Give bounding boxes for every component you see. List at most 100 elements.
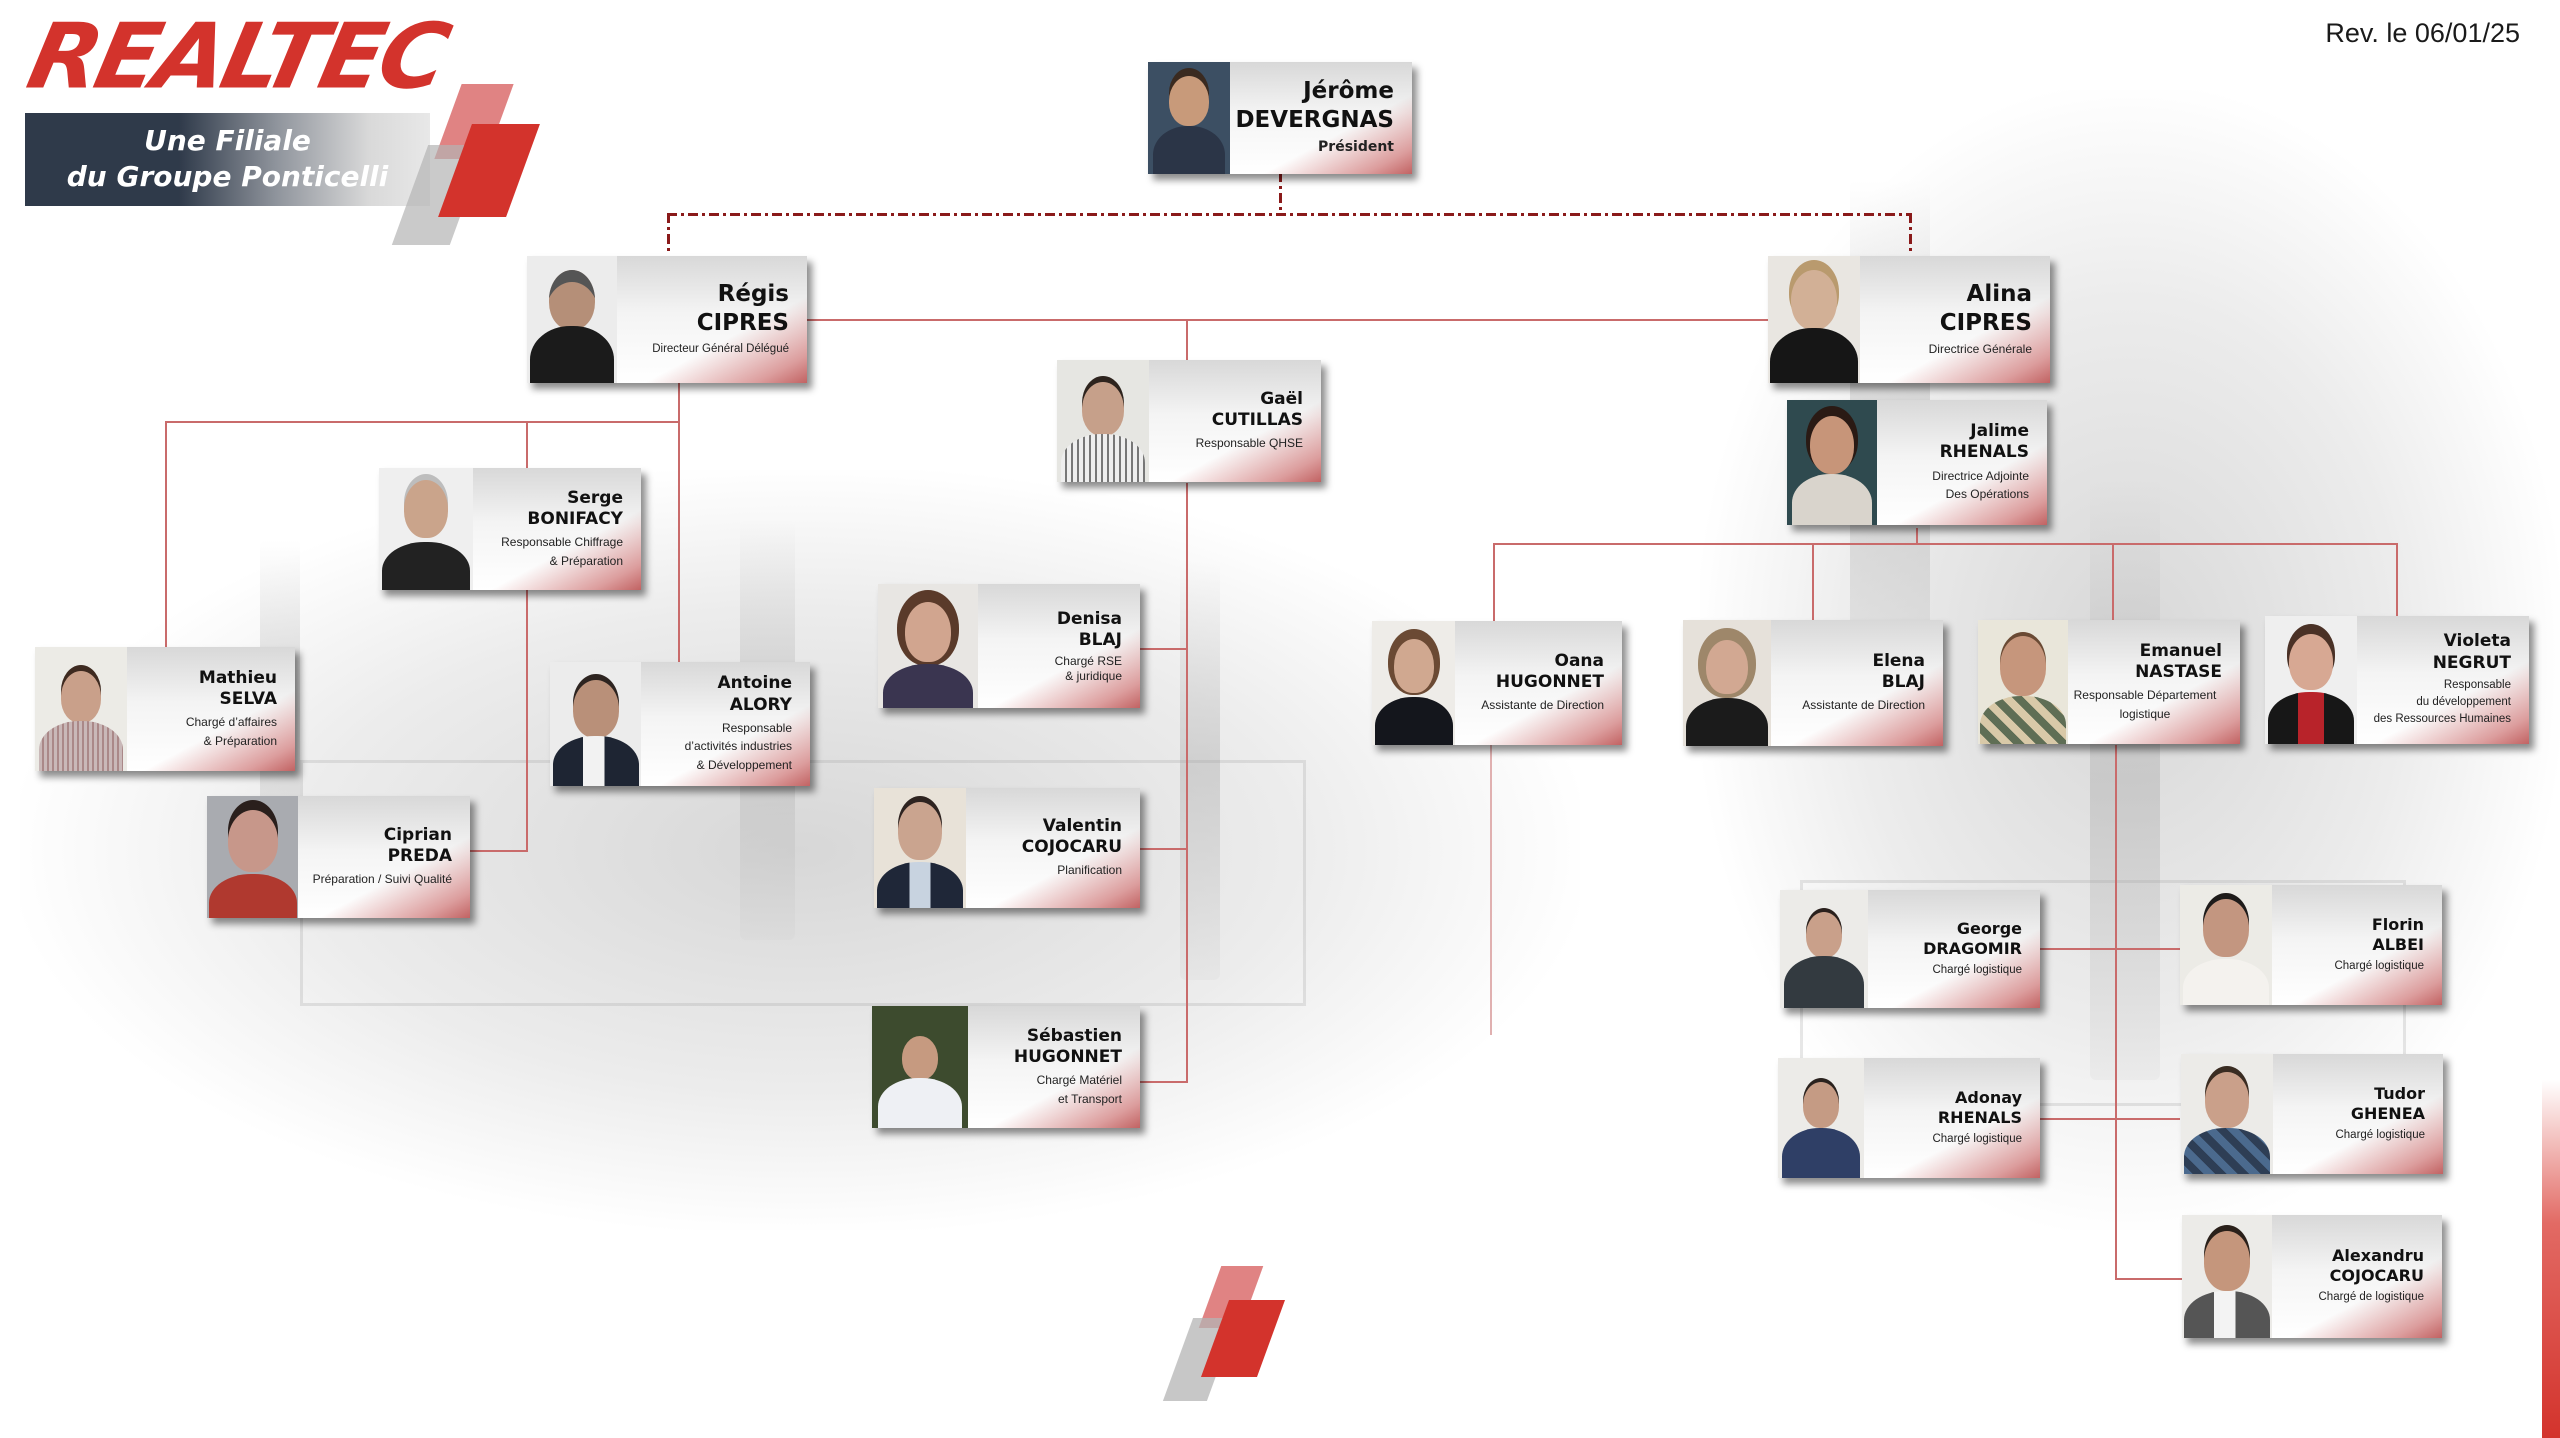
avatar	[2182, 1215, 2272, 1338]
connector-to-gael	[1186, 319, 1188, 361]
first-name: Jérôme	[1303, 77, 1394, 104]
card-regis-cipres[interactable]: Régis CIPRES Directeur Général Délégué	[527, 256, 807, 383]
last-name: NASTASE	[2135, 661, 2222, 682]
first-name: Florin	[2371, 914, 2424, 934]
card-valentin-cojocaru[interactable]: Valentin COJOCARU Planification	[874, 788, 1140, 908]
card-adonay-rhenals[interactable]: Adonay RHENALS Chargé logistique	[1778, 1058, 2040, 1178]
connector-logistique-row1	[2040, 948, 2180, 950]
first-name: Jalime	[1970, 421, 2029, 442]
avatar	[2180, 885, 2272, 1005]
connector-emanuel-down	[2115, 745, 2117, 1280]
card-emanuel-nastase[interactable]: Emanuel NASTASE Responsable Département …	[1978, 620, 2240, 744]
connector-to-elena	[1812, 543, 1814, 623]
card-alexandru-cojocaru[interactable]: Alexandru COJOCARU Chargé de logistique	[2182, 1215, 2442, 1338]
job-title: Préparation / Suivi Qualité	[312, 872, 452, 887]
job-title: Chargé logistique	[1932, 1132, 2022, 1145]
first-name: Ciprian	[383, 824, 452, 845]
last-name: HUGONNET	[1013, 1046, 1122, 1067]
job-title: Assistante de Direction	[1481, 698, 1604, 713]
avatar	[550, 662, 641, 786]
last-name: RHENALS	[1937, 1107, 2022, 1127]
connector-to-oana	[1493, 543, 1495, 623]
connector-dashed-right	[1909, 213, 1912, 255]
first-name: Elena	[1872, 650, 1925, 671]
first-name: Serge	[567, 487, 623, 508]
right-edge-accent	[2542, 1080, 2560, 1438]
connector-regis-team	[165, 421, 680, 423]
job-title: Chargé d’affaires & Préparation	[185, 715, 277, 748]
connector-president-down	[1279, 172, 1282, 214]
avatar	[874, 788, 966, 908]
connector-regis-alina	[805, 319, 1770, 321]
job-title: Responsable du développement des Ressour…	[2373, 678, 2511, 726]
connector-to-mathieu	[165, 421, 167, 647]
first-name: Adonay	[1955, 1087, 2022, 1107]
avatar	[527, 256, 617, 383]
card-elena-blaj[interactable]: Elena BLAJ Assistante de Direction	[1683, 620, 1943, 746]
last-name: BLAJ	[1078, 630, 1122, 651]
connector-to-alexandru	[2115, 1278, 2183, 1280]
card-ciprian-preda[interactable]: Ciprian PREDA Préparation / Suivi Qualit…	[207, 796, 470, 918]
group-banner: Une Filiale du Groupe Ponticelli	[25, 113, 430, 206]
last-name: BONIFACY	[527, 508, 623, 529]
first-name: Alexandru	[2332, 1246, 2424, 1266]
job-title: Responsable Département logistique	[2073, 688, 2217, 721]
connector-to-serge	[526, 421, 528, 851]
card-jerome-devergnas[interactable]: Jérôme DEVERGNAS Président	[1148, 62, 1412, 174]
card-jalime-rhenals[interactable]: Jalime RHENALS Directrice Adjointe Des O…	[1787, 400, 2047, 525]
card-alina-cipres[interactable]: Alina CIPRES Directrice Générale	[1768, 256, 2050, 383]
job-title: Chargé RSE & juridique	[1054, 654, 1122, 683]
card-mathieu-selva[interactable]: Mathieu SELVA Chargé d’affaires & Prépar…	[35, 647, 295, 771]
last-name: BLAJ	[1881, 672, 1925, 693]
avatar	[35, 647, 127, 771]
job-title: Directeur Général Délégué	[652, 342, 789, 355]
last-name: CUTILLAS	[1211, 410, 1303, 431]
job-title: Directrice Adjointe Des Opérations	[1932, 468, 2029, 502]
first-name: Tudor	[2374, 1083, 2425, 1103]
avatar	[1768, 256, 1860, 383]
card-violeta-negrut[interactable]: Violeta NEGRUT Responsable du développem…	[2265, 616, 2529, 744]
first-name: Gaël	[1260, 388, 1303, 409]
last-name: COJOCARU	[1021, 837, 1122, 858]
last-name: DEVERGNAS	[1235, 106, 1394, 133]
connector-jalime-down	[1916, 528, 1918, 544]
first-name: Emanuel	[2139, 640, 2222, 661]
avatar	[872, 1006, 968, 1128]
avatar	[2265, 616, 2357, 744]
last-name: SELVA	[219, 688, 277, 709]
connector-to-ciprian	[470, 850, 528, 852]
card-denisa-blaj[interactable]: Denisa BLAJ Chargé RSE & juridique	[878, 584, 1140, 708]
card-florin-albei[interactable]: Florin ALBEI Chargé logistique	[2180, 885, 2442, 1005]
connector-violeta-left	[1490, 745, 1492, 1035]
job-title: Responsable d’activités industries & Dév…	[684, 720, 792, 773]
card-george-dragomir[interactable]: George DRAGOMIR Chargé logistique	[1780, 890, 2040, 1008]
last-name: HUGONNET	[1495, 672, 1604, 693]
first-name: Valentin	[1042, 815, 1122, 836]
first-name: Alina	[1966, 280, 2032, 307]
avatar	[379, 468, 473, 590]
card-antoine-alory[interactable]: Antoine ALORY Responsable d’activités in…	[550, 662, 810, 786]
card-oana-hugonnet[interactable]: Oana HUGONNET Assistante de Direction	[1372, 621, 1622, 745]
banner-line-1: Une Filiale	[144, 124, 311, 157]
last-name: RHENALS	[1939, 442, 2029, 463]
connector-to-denisa	[1140, 648, 1188, 650]
avatar	[1372, 621, 1455, 745]
first-name: Régis	[717, 281, 789, 308]
job-title: Chargé logistique	[2335, 1128, 2425, 1141]
banner-line-2: du Groupe Ponticelli	[66, 160, 389, 193]
last-name: ALORY	[729, 694, 792, 715]
connector-to-valentin	[1140, 848, 1188, 850]
card-gael-cutillas[interactable]: Gaël CUTILLAS Responsable QHSE	[1057, 360, 1321, 482]
connector-to-violeta	[2396, 543, 2398, 621]
job-title: Planification	[1057, 863, 1122, 878]
avatar	[2181, 1054, 2273, 1174]
avatar	[878, 584, 978, 708]
last-name: NEGRUT	[2432, 652, 2511, 673]
card-serge-bonifacy[interactable]: Serge BONIFACY Responsable Chiffrage & P…	[379, 468, 641, 590]
job-title: Chargé logistique	[1932, 963, 2022, 976]
connector-to-sebastien	[1140, 1081, 1188, 1083]
card-tudor-ghenea[interactable]: Tudor GHENEA Chargé logistique	[2181, 1054, 2443, 1174]
first-name: George	[1956, 918, 2022, 938]
card-sebastien-hugonnet[interactable]: Sébastien HUGONNET Chargé Matériel et Tr…	[872, 1006, 1140, 1128]
first-name: Sébastien	[1026, 1025, 1122, 1046]
